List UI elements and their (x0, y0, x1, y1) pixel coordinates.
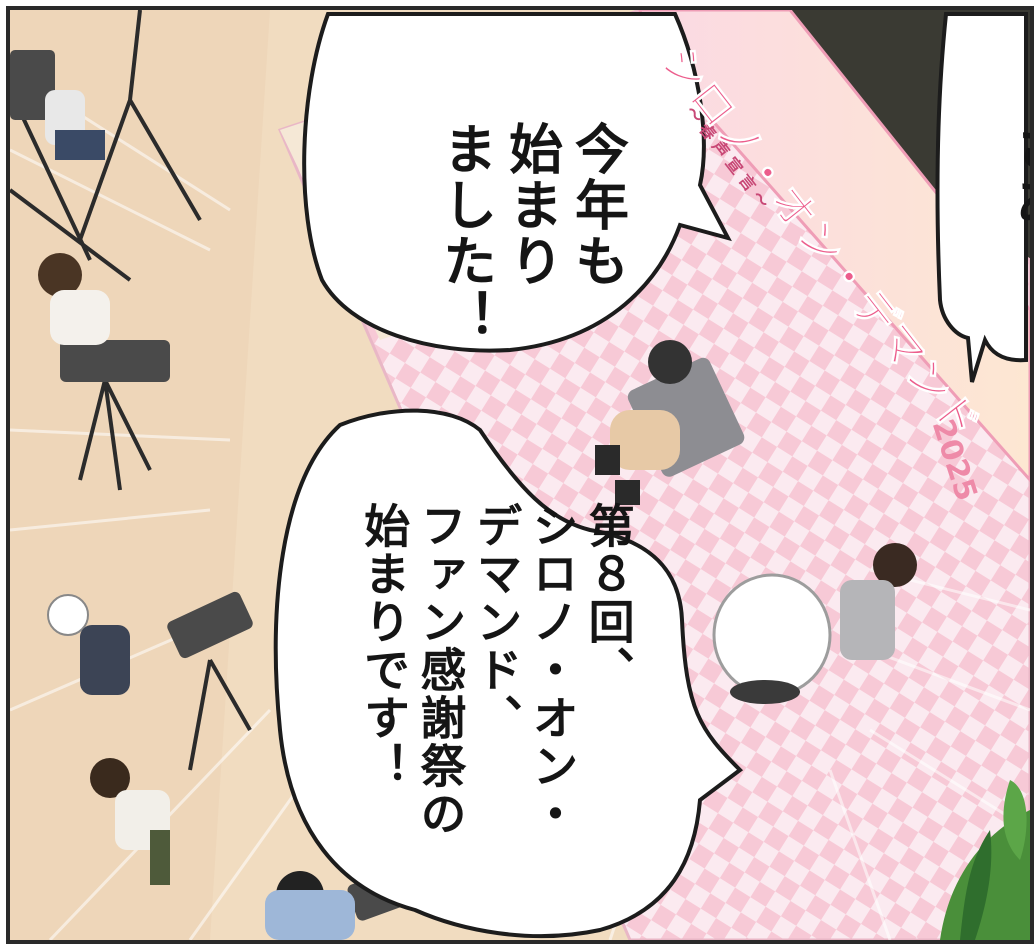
speech-text-3: 第８回、 シロノ・オン・ デマンド、 ファン感謝祭の 始まりです！ (300, 430, 693, 910)
speech-3-line-3: デマンド、 (469, 502, 524, 743)
speech-2-line-1: 今年も (565, 121, 629, 290)
speech-3-line-5: 始まりです！ (357, 502, 412, 791)
event-scene (10, 10, 1030, 940)
speech-bubble-1 (935, 12, 1028, 383)
speech-bubble-3 (273, 408, 744, 939)
camera-operators (38, 90, 355, 940)
speech-1-line-1: さあ！ (1005, 120, 1034, 283)
manga-panel: 〜 春 声 宣 言 〜 シロノ・オン・デマンド 2025 さあ！ 今年も 始まり… (6, 6, 1034, 944)
speech-3-line-2: シロノ・オン・ (525, 502, 580, 839)
speech-text-2: 今年も 始まり ました！ (366, 38, 695, 345)
speech-2-line-3: ました！ (433, 121, 497, 346)
host (840, 543, 917, 660)
plant-icon (940, 780, 1030, 940)
folding-chair-icon (595, 340, 745, 505)
speech-3-line-1: 第８回、 (581, 502, 636, 695)
speech-text-1: さあ！ (940, 40, 1034, 340)
round-table-icon (712, 573, 832, 704)
speech-bubble-2 (302, 12, 732, 353)
speech-3-line-4: ファン感謝祭の (413, 502, 468, 839)
speech-2-line-2: 始まり (499, 121, 563, 290)
